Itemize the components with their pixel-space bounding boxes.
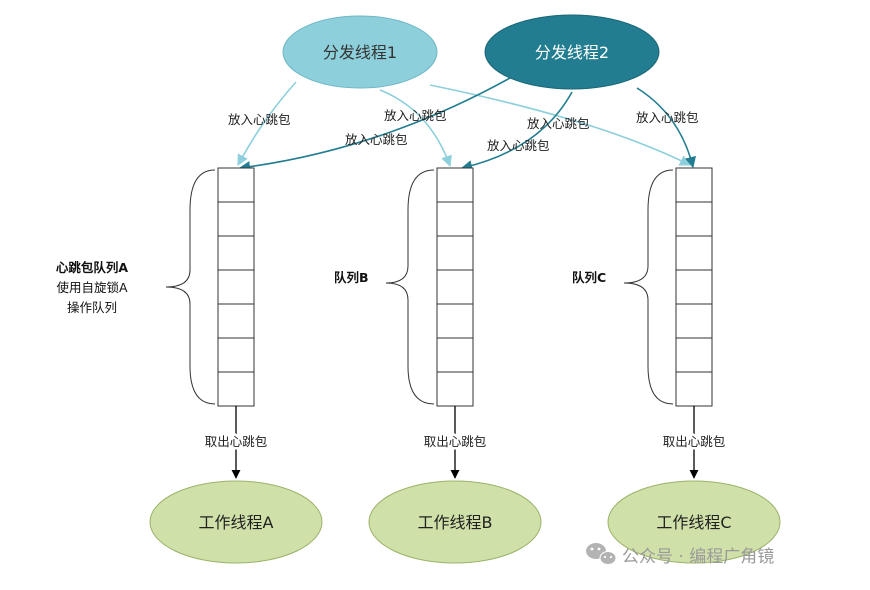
edge-label-take: 取出心跳包 xyxy=(205,434,268,449)
queue-b xyxy=(385,167,474,407)
queue-a-label-line3: 操作队列 xyxy=(67,300,117,315)
edge-label-put: 放入心跳包 xyxy=(527,116,590,131)
dispatch-thread-2: 分发线程2 xyxy=(484,14,660,90)
queue-c-label: 队列C xyxy=(572,270,606,285)
queue-c-brace xyxy=(623,169,674,405)
worker-thread-b-label: 工作线程B xyxy=(418,513,493,532)
worker-thread-a: 工作线程A xyxy=(149,480,323,564)
edge-label-put: 放入心跳包 xyxy=(636,110,699,125)
worker-thread-c-label: 工作线程C xyxy=(656,513,731,532)
queue-b-brace xyxy=(385,169,435,405)
worker-thread-b: 工作线程B xyxy=(368,480,542,564)
edge-label-put: 放入心跳包 xyxy=(487,138,550,153)
worker-thread-a-label: 工作线程A xyxy=(199,513,274,532)
queue-a xyxy=(165,167,255,407)
queue-c xyxy=(623,167,713,407)
queue-b-label: 队列B xyxy=(334,270,369,285)
dispatch-thread-1-label: 分发线程1 xyxy=(323,43,397,62)
edge-d1-to-queue-b xyxy=(379,89,452,168)
edge-d2-to-queue-a xyxy=(238,77,511,173)
watermark-text: 公众号 · 编程广角镜 xyxy=(622,547,774,567)
watermark: 公众号 · 编程广角镜 xyxy=(586,543,774,567)
edge-label-put: 放入心跳包 xyxy=(345,132,408,147)
wechat-icon xyxy=(586,543,617,565)
edge-label-put: 放入心跳包 xyxy=(228,112,291,127)
worker-thread-c: 工作线程C xyxy=(607,480,781,564)
dispatch-thread-1: 分发线程1 xyxy=(282,15,438,89)
queue-a-label-line2: 使用自旋锁A xyxy=(56,280,128,295)
queue-a-brace xyxy=(165,169,216,405)
dispatch-thread-2-label: 分发线程2 xyxy=(535,43,609,62)
edge-d2-to-queue-b xyxy=(460,91,573,172)
edge-d2-to-queue-c xyxy=(636,87,696,169)
edge-label-put: 放入心跳包 xyxy=(384,108,447,123)
edge-d1-to-queue-a xyxy=(237,81,297,166)
queue-a-label-line1: 心跳包队列A xyxy=(56,260,129,275)
edge-d1-to-queue-c xyxy=(429,84,692,166)
edge-label-take: 取出心跳包 xyxy=(424,434,487,449)
edge-label-take: 取出心跳包 xyxy=(663,434,726,449)
